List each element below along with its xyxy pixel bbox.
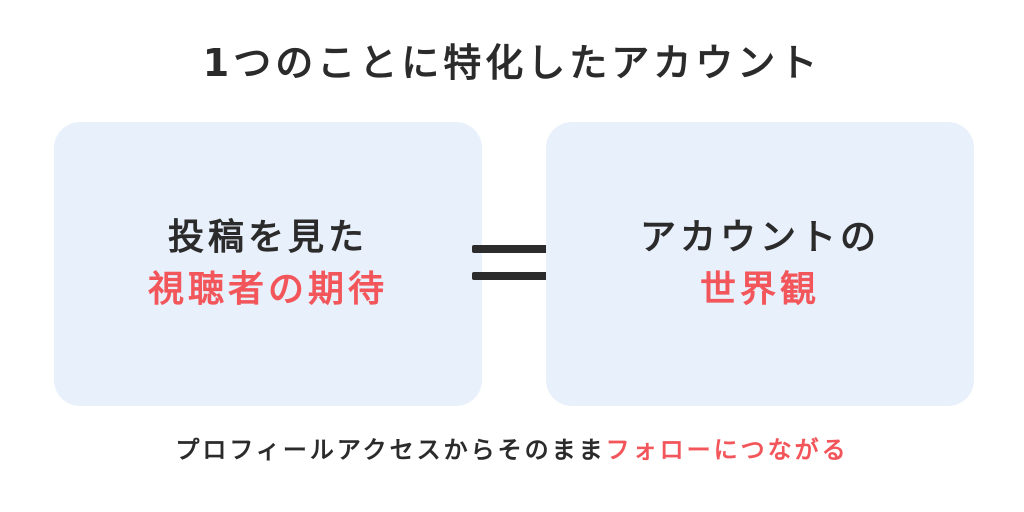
- equals-icon: [472, 245, 552, 281]
- footer-text-main: プロフィールアクセスからそのまま: [175, 436, 606, 464]
- account-worldview-box: アカウントの 世界観: [546, 122, 974, 406]
- viewer-expectation-box: 投稿を見た 視聴者の期待: [54, 122, 482, 406]
- footer-caption: プロフィールアクセスからそのままフォローにつながる: [0, 432, 1024, 468]
- viewer-expectation-line2: 視聴者の期待: [147, 269, 388, 310]
- equals-bar-top: [472, 245, 552, 253]
- equals-bar-bottom: [472, 272, 552, 280]
- viewer-expectation-line1: 投稿を見た: [167, 217, 368, 258]
- account-worldview-line1: アカウントの: [639, 217, 880, 258]
- account-worldview-line2: 世界観: [699, 269, 820, 310]
- footer-text-highlight: フォローにつながる: [605, 436, 849, 464]
- page-title: 1つのことに特化したアカウント: [202, 41, 822, 85]
